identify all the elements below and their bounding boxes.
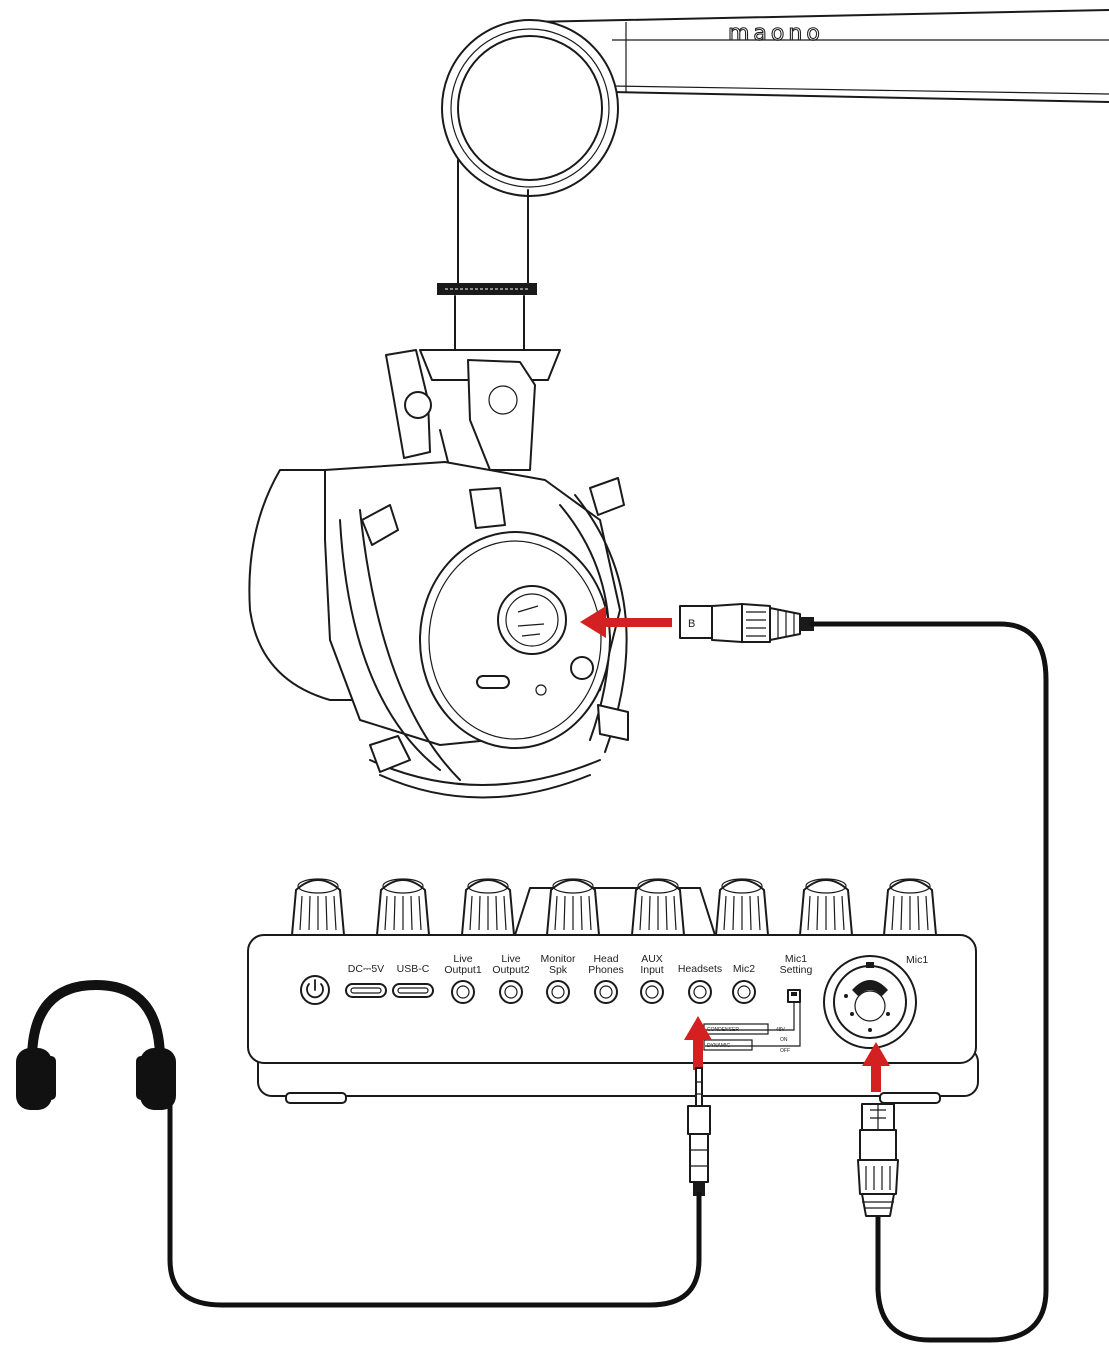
dc-5v-port[interactable] <box>346 984 386 997</box>
mixer-knob[interactable] <box>547 879 599 935</box>
mixer-knob[interactable] <box>800 879 852 935</box>
mixer-knob[interactable] <box>462 879 514 935</box>
mic-usb-c-port <box>477 676 509 688</box>
mixer-knob[interactable] <box>716 879 768 935</box>
headsets-jack[interactable] <box>689 981 711 1003</box>
xlr-plug-mic-end: B <box>680 604 814 642</box>
headphone-cable <box>170 1085 699 1305</box>
switch-state-48v: 48V <box>776 1027 786 1033</box>
boom-arm: maono <box>437 10 1109 350</box>
monitor-spk-jack[interactable] <box>547 981 569 1003</box>
switch-state-off: OFF <box>780 1048 790 1054</box>
switch-label-condenser: CONDENSER <box>707 1027 739 1033</box>
live-output1-jack[interactable] <box>452 981 474 1003</box>
svg-text:B: B <box>688 618 695 630</box>
live-output2-jack[interactable] <box>500 981 522 1003</box>
port-label-headsets: Headsets <box>678 963 722 975</box>
mic1-combo-jack[interactable] <box>824 956 916 1048</box>
power-button[interactable] <box>301 976 329 1004</box>
brand-logo: maono <box>728 21 824 46</box>
usb-c-port[interactable] <box>393 984 433 997</box>
mixer-knob[interactable] <box>292 879 344 935</box>
port-label-live-output2-l2: Output2 <box>492 964 530 976</box>
port-label-mic2: Mic2 <box>733 963 755 975</box>
port-label-dc: DC⎓5V <box>348 963 384 975</box>
mic2-jack[interactable] <box>733 981 755 1003</box>
microphone <box>249 350 628 798</box>
port-label-head-phones-l2: Phones <box>588 964 624 976</box>
mixer-knob[interactable] <box>884 879 936 935</box>
aux-input-jack[interactable] <box>641 981 663 1003</box>
port-label-live-output1-l2: Output1 <box>444 964 482 976</box>
port-label-aux-input-l2: Input <box>640 964 663 976</box>
port-label-usbc: USB-C <box>397 963 430 975</box>
mixer-knob[interactable] <box>377 879 429 935</box>
switch-state-on: ON <box>780 1037 788 1043</box>
headphones-icon <box>16 985 176 1110</box>
mic1-combo-label: Mic1 <box>906 954 928 966</box>
port-label-mic1-setting-l2: Setting <box>780 964 813 976</box>
audio-mixer: DC⎓5V USB-C Live Output1 Live Output2 Mo… <box>248 879 978 1103</box>
head-phones-jack[interactable] <box>595 981 617 1003</box>
switch-label-dynamic: DYNAMIC <box>707 1043 730 1049</box>
port-label-monitor-spk-l2: Spk <box>549 964 568 976</box>
mic-xlr-socket <box>498 586 566 654</box>
xlr-plug-mixer-end <box>858 1104 898 1216</box>
mixer-knob[interactable] <box>632 879 684 935</box>
